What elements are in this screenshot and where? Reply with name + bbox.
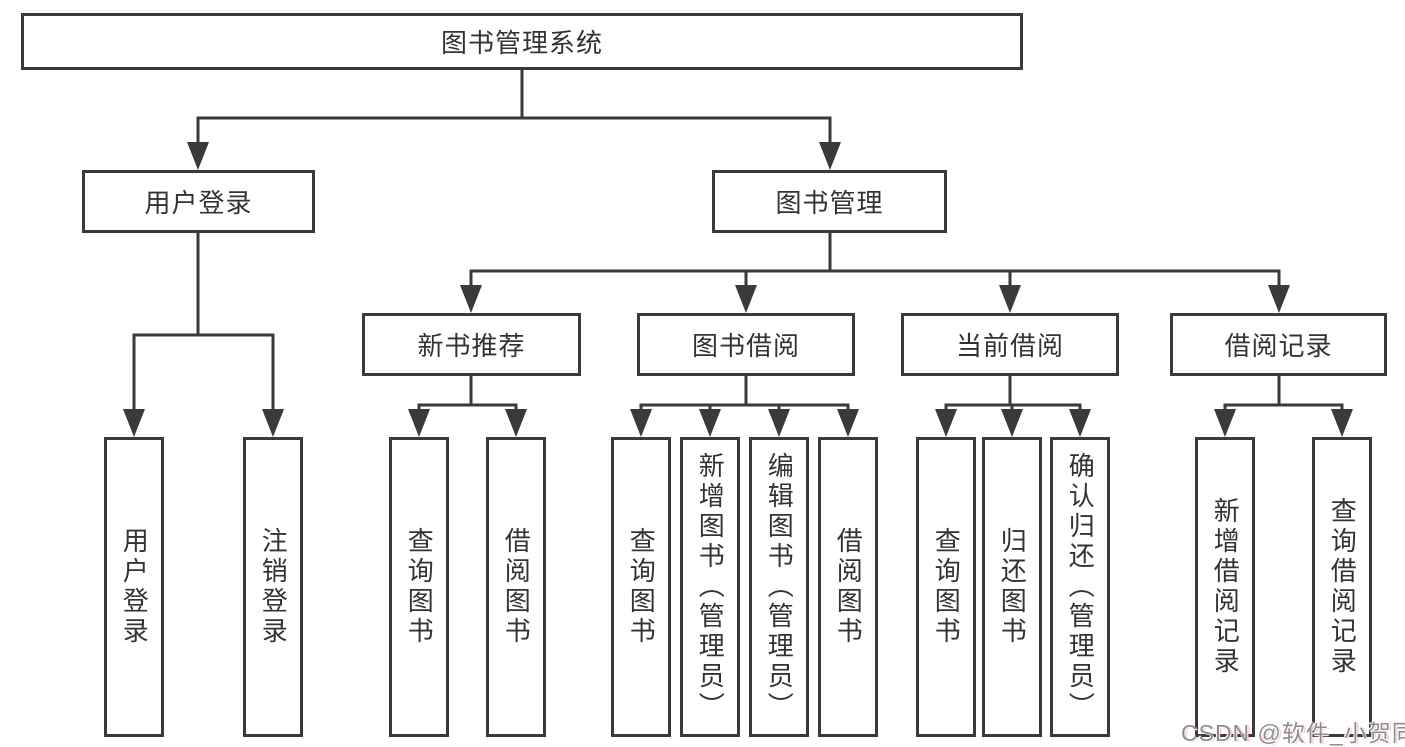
node-book-borrow-label: 图书借阅: [691, 331, 800, 361]
leaf-bb-edit-book: 编辑图书（管理员）: [749, 437, 809, 737]
node-borrow-records-label: 借阅记录: [1224, 331, 1333, 361]
connector-currentborrow-to-children: [944, 376, 1082, 409]
connector-userlogin-to-children: [132, 233, 275, 409]
leaf-cb-return-book: 归还图书: [982, 437, 1042, 737]
node-book-borrow: 图书借阅: [637, 313, 855, 376]
node-root-label: 图书管理系统: [440, 28, 603, 58]
leaf-bb-edit-book-label: 编辑图书（管理员）: [764, 452, 795, 722]
arrow-icon: [699, 409, 721, 437]
node-new-book-rec-label: 新书推荐: [417, 331, 526, 361]
arrowheads: [123, 142, 1353, 437]
leaf-nb-query-book: 查询图书: [389, 437, 449, 737]
arrow-icon: [935, 409, 957, 437]
connector-newbookrec-to-children: [417, 376, 518, 409]
connector-bookborrow-to-children: [639, 376, 850, 409]
node-user-login-label: 用户登录: [144, 188, 253, 218]
leaf-cb-confirm-return-label: 确认归还（管理员）: [1065, 452, 1096, 722]
arrow-icon: [408, 409, 430, 437]
arrow-icon: [768, 409, 790, 437]
node-root: 图书管理系统: [21, 13, 1023, 70]
connector-borrowrecords-to-children: [1223, 376, 1344, 409]
connector-bookmgmt-to-level3: [469, 233, 1281, 285]
node-new-book-rec: 新书推荐: [362, 313, 581, 376]
connector-root-to-level2: [196, 70, 832, 142]
node-book-mgmt: 图书管理: [712, 170, 947, 233]
leaf-br-add-record: 新增借阅记录: [1195, 437, 1255, 737]
leaf-br-add-record-label: 新增借阅记录: [1210, 497, 1241, 677]
arrow-icon: [1001, 409, 1023, 437]
node-current-borrow: 当前借阅: [901, 313, 1119, 376]
arrow-icon: [505, 409, 527, 437]
leaf-user-login-label: 用户登录: [119, 527, 150, 647]
leaf-bb-borrow-book: 借阅图书: [818, 437, 878, 737]
node-current-borrow-label: 当前借阅: [955, 331, 1064, 361]
leaf-cb-query-book: 查询图书: [916, 437, 976, 737]
arrow-icon: [630, 409, 652, 437]
arrow-icon: [262, 409, 284, 437]
arrow-icon: [1331, 409, 1353, 437]
leaf-logout: 注销登录: [243, 437, 303, 737]
arrow-icon: [819, 142, 841, 170]
node-user-login: 用户登录: [82, 170, 315, 233]
leaf-cb-query-book-label: 查询图书: [931, 527, 962, 647]
leaf-bb-add-book: 新增图书（管理员）: [680, 437, 740, 737]
leaf-logout-label: 注销登录: [258, 527, 289, 647]
leaf-user-login: 用户登录: [104, 437, 164, 737]
leaf-nb-query-book-label: 查询图书: [404, 527, 435, 647]
arrow-icon: [735, 285, 757, 313]
leaf-br-query-record: 查询借阅记录: [1312, 437, 1372, 737]
node-borrow-records: 借阅记录: [1170, 313, 1387, 376]
leaf-bb-borrow-book-label: 借阅图书: [833, 527, 864, 647]
csdn-watermark: CSDN @软件_小贺同学: [1181, 720, 1405, 746]
leaf-cb-confirm-return: 确认归还（管理员）: [1050, 437, 1110, 737]
arrow-icon: [187, 142, 209, 170]
arrow-icon: [1268, 285, 1290, 313]
arrow-icon: [460, 285, 482, 313]
leaf-br-query-record-label: 查询借阅记录: [1327, 497, 1358, 677]
arrow-icon: [123, 409, 145, 437]
leaf-nb-borrow-book: 借阅图书: [486, 437, 546, 737]
leaf-bb-query-book-label: 查询图书: [626, 527, 657, 647]
arrow-icon: [837, 409, 859, 437]
arrow-icon: [1069, 409, 1091, 437]
leaf-bb-query-book: 查询图书: [611, 437, 671, 737]
leaf-bb-add-book-label: 新增图书（管理员）: [695, 452, 726, 722]
arrow-icon: [999, 285, 1021, 313]
arrow-icon: [1214, 409, 1236, 437]
node-book-mgmt-label: 图书管理: [775, 188, 884, 218]
leaf-cb-return-book-label: 归还图书: [997, 527, 1028, 647]
leaf-nb-borrow-book-label: 借阅图书: [501, 527, 532, 647]
